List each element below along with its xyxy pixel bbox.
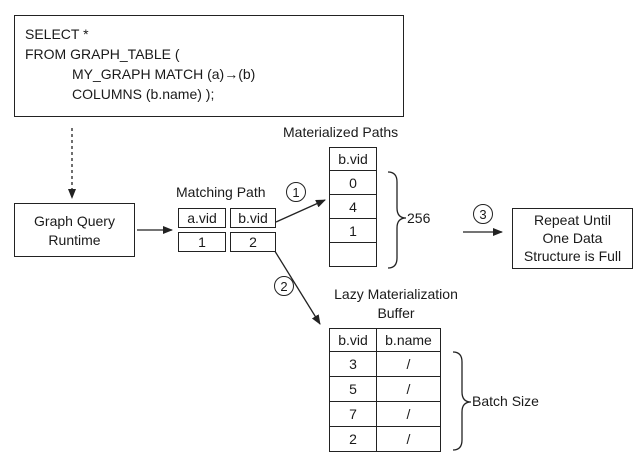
- materialized-paths-label: Materialized Paths: [283, 124, 399, 140]
- step1-arrow: [275, 199, 326, 223]
- step-3-badge: 3: [473, 204, 493, 224]
- materialized-size-label: 256: [407, 210, 431, 226]
- materialized-brace: [387, 171, 407, 269]
- matching-value-bvid: 2: [230, 232, 276, 252]
- batch-size-label: Batch Size: [472, 393, 539, 409]
- matching-path-label: Matching Path: [176, 184, 266, 200]
- runtime-line-2: Runtime: [48, 232, 101, 248]
- materialized-header: b.vid: [329, 147, 377, 171]
- repeat-line-3: Structure is Full: [523, 248, 622, 264]
- materialized-row-1: 0: [329, 171, 377, 195]
- step-1-number: 1: [292, 184, 300, 200]
- lazy-row-2-bname: /: [376, 377, 441, 402]
- query-line-2: FROM GRAPH_TABLE (: [25, 46, 180, 62]
- lazy-header-bname: b.name: [376, 328, 441, 352]
- lazy-buffer-label-2: Buffer: [377, 305, 415, 321]
- runtime-box: Graph Query Runtime: [14, 203, 135, 257]
- query-box: SELECT * FROM GRAPH_TABLE ( MY_GRAPH MAT…: [14, 15, 404, 117]
- query-line-4: COLUMNS (b.name) );: [72, 86, 215, 102]
- lazy-header-bvid: b.vid: [329, 328, 377, 352]
- lazy-row-1-bvid: 3: [329, 352, 377, 377]
- lazy-row-4-bname: /: [376, 427, 441, 452]
- lazy-row-2-bvid: 5: [329, 377, 377, 402]
- materialized-row-2: 4: [329, 195, 377, 219]
- materialized-row-4: [329, 243, 377, 267]
- step-2-badge: 2: [274, 276, 294, 296]
- batch-brace: [452, 351, 472, 451]
- lazy-row-1-bname: /: [376, 352, 441, 377]
- lazy-row-3-bname: /: [376, 402, 441, 427]
- repeat-line-1: Repeat Until: [533, 212, 612, 228]
- lazy-row-4-bvid: 2: [329, 427, 377, 452]
- repeat-line-2: One Data: [542, 230, 603, 246]
- query-line-1: SELECT *: [25, 26, 89, 42]
- step2-arrow: [267, 239, 321, 325]
- matching-header-avid: a.vid: [178, 208, 226, 228]
- query-line-3: MY_GRAPH MATCH (a)→(b): [72, 66, 256, 82]
- step-1-badge: 1: [286, 182, 306, 202]
- matching-header-bvid: b.vid: [230, 208, 276, 228]
- lazy-row-3-bvid: 7: [329, 402, 377, 427]
- lazy-buffer-label-1: Lazy Materialization: [334, 286, 458, 302]
- matching-value-avid: 1: [178, 232, 226, 252]
- runtime-line-1: Graph Query: [34, 213, 115, 229]
- step-3-number: 3: [479, 206, 487, 222]
- step-2-number: 2: [280, 278, 288, 294]
- repeat-box: Repeat Until One Data Structure is Full: [512, 208, 633, 269]
- materialized-row-3: 1: [329, 219, 377, 243]
